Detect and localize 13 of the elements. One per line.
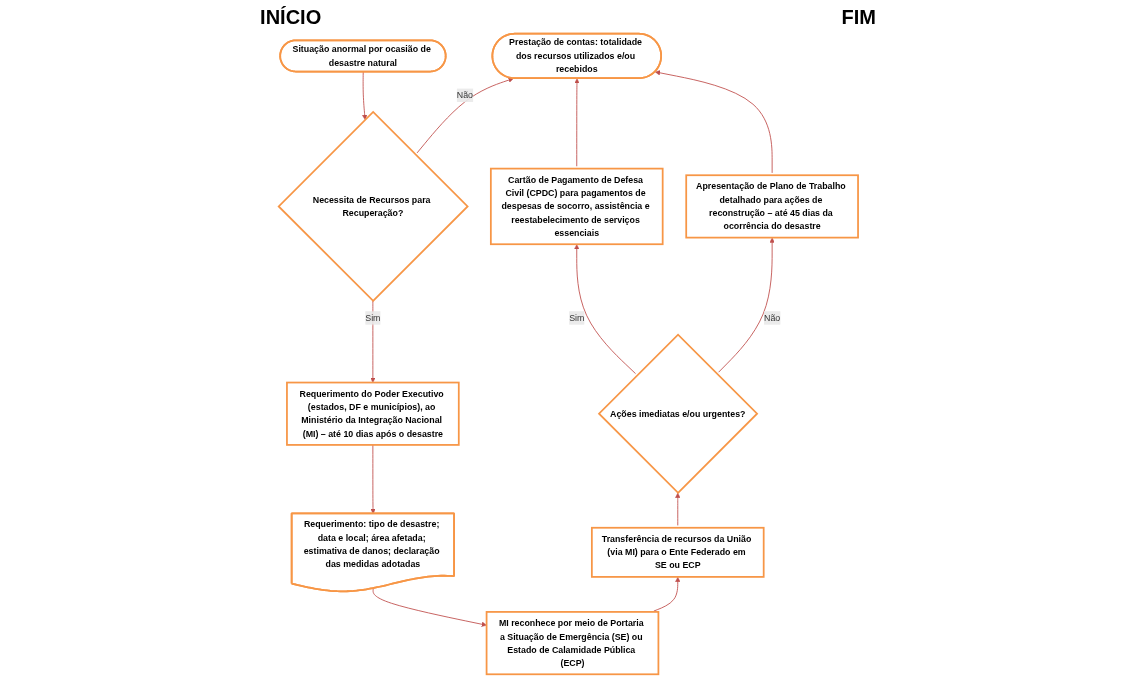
node-diamond: Ações imediatas e/ou urgentes? — [597, 333, 758, 494]
edge-label: Não — [763, 312, 780, 323]
node-diamond: Necessita de Recursos para Recuperação? — [277, 110, 469, 303]
edge-label: Não — [456, 89, 473, 100]
node-box: Apresentação de Plano de Trabalho detalhado para ações de reconstrução – até 45 dias da ocorrência do desastre — [684, 174, 859, 239]
heading-label: FIM — [841, 6, 876, 29]
edge-label: Sim — [364, 312, 381, 323]
node-box: Requerimento do Poder Executivo (estados, DF e municípios), ao Ministério da Integração Nacional (MI) – até 10 dias após o desastre — [285, 381, 460, 446]
edge-label: Sim — [568, 312, 584, 323]
node-box: MI reconhece por meio de Portaria a Situação de Emergência (SE) ou Estado de Calamidade Pública (ECP) — [485, 611, 659, 676]
node-box: Cartão de Pagamento de Defesa Civil (CPDC) para pagamentos de despesas de socorro, assistência e reestabelecimento de serviços essenciais — [489, 167, 664, 246]
heading-label: INÍCIO — [260, 6, 322, 29]
node-box: Transferência de recursos da União (via MI) para o Ente Federado em SE ou ECP — [590, 526, 765, 578]
